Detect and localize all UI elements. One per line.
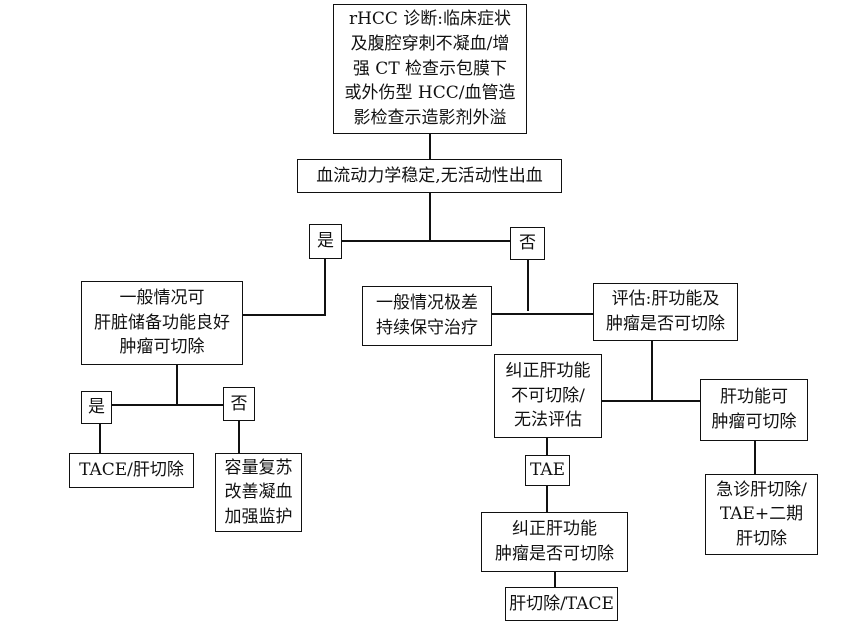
tae-box: TAE (525, 455, 570, 486)
connector (99, 423, 101, 454)
diagnosis-box: rHCC 诊断:临床症状 及腹腔穿刺不凝血/增 强 CT 检查示包膜下 或外伤型… (333, 4, 527, 134)
connector (238, 420, 240, 454)
correct-tumor-box: 纠正肝功能 肿瘤是否可切除 (481, 512, 628, 572)
connector (527, 258, 529, 311)
general-good-box: 一般情况可 肝脏储备功能良好 肿瘤可切除 (81, 281, 243, 365)
yes-box-1: 是 (309, 224, 342, 259)
hemodynamic-box: 血流动力学稳定,无活动性出血 (297, 159, 562, 193)
connector (546, 437, 548, 456)
hemodynamic-text: 血流动力学稳定,无活动性出血 (316, 165, 543, 186)
yes-label-2: 是 (88, 397, 105, 418)
final-box: 肝切除/TACE (505, 587, 618, 621)
yes-label-1: 是 (317, 231, 334, 252)
evaluate-box: 评估:肝功能及 肿瘤是否可切除 (593, 283, 738, 341)
connector (651, 340, 653, 401)
no-box-1: 否 (510, 227, 545, 260)
diagnosis-text: rHCC 诊断:临床症状 及腹腔穿刺不凝血/增 强 CT 检查示包膜下 或外伤型… (344, 9, 516, 128)
yes-box-2: 是 (81, 391, 112, 424)
no-label-2: 否 (230, 393, 248, 414)
tace-resection-text: TACE/肝切除 (79, 460, 184, 481)
connector (341, 240, 511, 242)
general-poor-box: 一般情况极差 持续保守治疗 (362, 286, 492, 346)
liver-ok-text: 肝功能可 肿瘤可切除 (711, 387, 797, 432)
connector (429, 192, 431, 241)
emergency-text: 急诊肝切除/ TAE+二期 肝切除 (716, 479, 807, 549)
resuscitation-text: 容量复苏 改善凝血 加强监护 (224, 457, 293, 527)
connector (491, 313, 594, 315)
resuscitation-box: 容量复苏 改善凝血 加强监护 (215, 453, 302, 532)
connector (111, 404, 224, 406)
general-good-text: 一般情况可 肝脏储备功能良好 肿瘤可切除 (94, 288, 230, 358)
connector (754, 440, 756, 475)
correct-liver-text: 纠正肝功能 不可切除/ 无法评估 (505, 361, 591, 431)
final-text: 肝切除/TACE (509, 593, 614, 614)
no-box-2: 否 (223, 387, 255, 421)
correct-tumor-text: 纠正肝功能 肿瘤是否可切除 (495, 519, 614, 564)
connector (176, 364, 178, 405)
liver-ok-box: 肝功能可 肿瘤可切除 (700, 379, 808, 441)
connector (429, 133, 431, 160)
no-label-1: 否 (519, 233, 536, 254)
connector (601, 400, 701, 402)
connector (324, 258, 326, 315)
tae-text: TAE (529, 460, 566, 481)
connector (554, 571, 556, 588)
general-poor-text: 一般情况极差 持续保守治疗 (376, 293, 478, 338)
correct-liver-box: 纠正肝功能 不可切除/ 无法评估 (494, 354, 602, 438)
tace-resection-box: TACE/肝切除 (69, 453, 194, 488)
connector (546, 485, 548, 513)
evaluate-text: 评估:肝功能及 肿瘤是否可切除 (606, 289, 725, 334)
connector (242, 314, 326, 316)
emergency-box: 急诊肝切除/ TAE+二期 肝切除 (705, 474, 818, 555)
